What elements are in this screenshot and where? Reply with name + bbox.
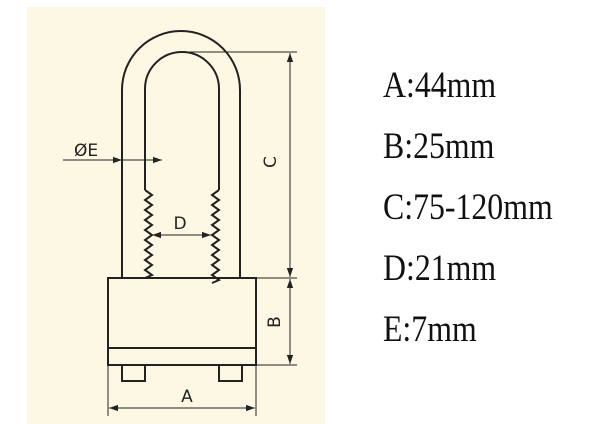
spec-a: A:44mm (383, 65, 497, 106)
label-e: ØE (74, 141, 98, 161)
shackle-outer (121, 30, 241, 278)
padlock-diagram: A D ØE C B (63, 30, 297, 416)
spec-b: B:25mm (383, 126, 495, 167)
foot-left (121, 364, 146, 382)
label-c: C (261, 156, 281, 168)
thread-right (210, 189, 222, 284)
spec-e: E:7mm (383, 309, 477, 350)
label-b: B (265, 316, 285, 328)
spec-d: D:21mm (383, 248, 497, 289)
label-a: A (181, 387, 193, 407)
diagram-background (27, 7, 325, 424)
label-d: D (173, 214, 186, 234)
thread-left (143, 189, 155, 279)
foot-right (218, 364, 243, 382)
shackle-inner (144, 51, 220, 190)
spec-c: C:75-120mm (383, 187, 553, 228)
lock-body (107, 277, 257, 366)
